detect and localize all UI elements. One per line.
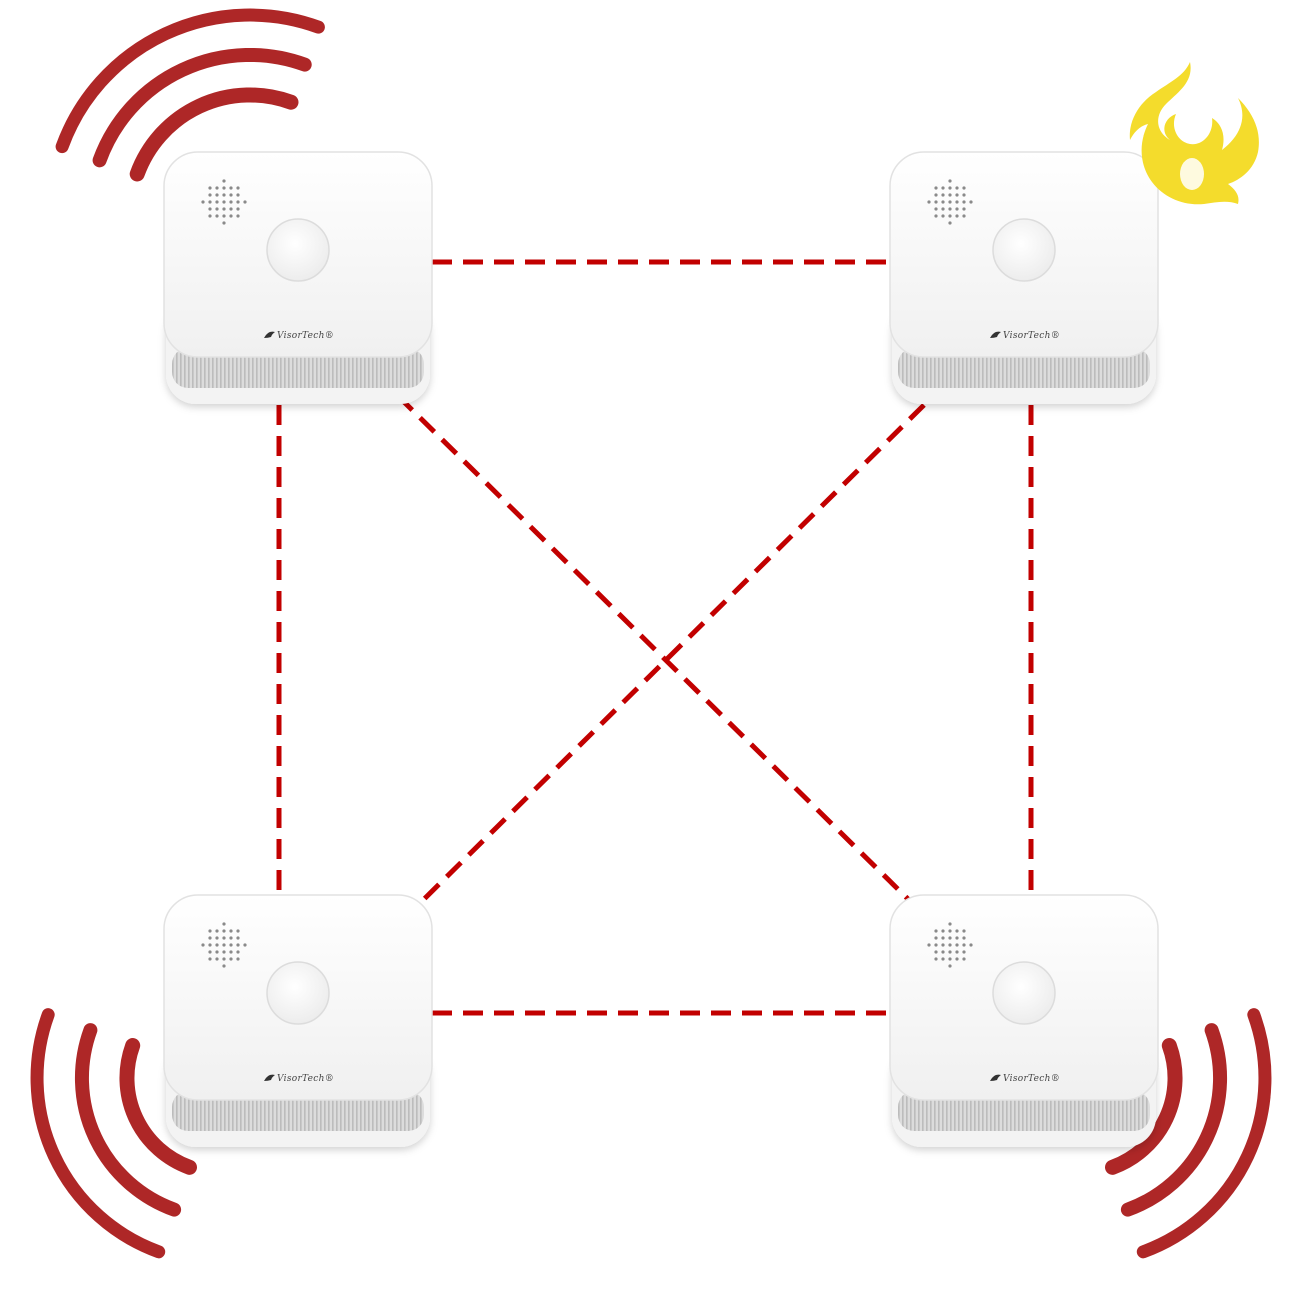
speaker-grille-icon: [201, 922, 247, 968]
test-button: [266, 218, 330, 282]
sound-wave-arc: [1120, 1023, 1228, 1217]
connection-line-top-right-to-bottom-left: [408, 403, 926, 915]
sound-wave-arc: [92, 47, 312, 168]
detectors: VisorTech® VisorTech® VisorTech® VisorTech®: [163, 151, 1159, 1147]
brand-label: VisorTech®: [277, 1074, 334, 1084]
bird-logo-icon: [990, 331, 1001, 338]
bird-logo-icon: [264, 331, 275, 338]
smoke-detector-top-left: VisorTech®: [163, 151, 433, 404]
connection-line-top-left-to-bottom-right: [396, 394, 914, 905]
speaker-grille-icon: [927, 922, 973, 968]
smoke-detector-top-right: VisorTech®: [889, 151, 1159, 404]
smoke-detector-bottom-left: VisorTech®: [163, 894, 433, 1147]
sound-wave-arc: [129, 87, 299, 182]
bird-logo-icon: [990, 1074, 1001, 1081]
vent-band: [172, 348, 424, 388]
test-button: [266, 961, 330, 1025]
flame-core: [1180, 158, 1204, 190]
flame-shape: [1129, 62, 1259, 205]
alarm-waves: [30, 8, 1272, 1259]
vent-band: [898, 348, 1150, 388]
speaker-grille-icon: [927, 179, 973, 225]
speaker-grille-icon: [201, 179, 247, 225]
flame-icon: [1129, 62, 1259, 205]
sound-wave-icon: [1105, 1008, 1272, 1259]
sound-wave-icon: [30, 1008, 197, 1259]
sound-wave-arc: [1136, 1008, 1272, 1259]
test-button: [992, 218, 1056, 282]
sound-wave-icon: [55, 8, 325, 182]
fire-indicator: [1129, 62, 1259, 205]
brand-label: VisorTech®: [277, 331, 334, 341]
sound-wave-arc: [1105, 1038, 1183, 1175]
brand-label: VisorTech®: [1003, 1074, 1060, 1084]
connection-lines: [276, 259, 1034, 1016]
sound-wave-arc: [30, 1008, 166, 1259]
sound-wave-arc: [74, 1023, 182, 1217]
vent-band: [898, 1091, 1150, 1131]
vent-band: [172, 1091, 424, 1131]
brand-label: VisorTech®: [1003, 331, 1060, 341]
sound-wave-arc: [119, 1038, 197, 1175]
bird-logo-icon: [264, 1074, 275, 1081]
smoke-detector-bottom-right: VisorTech®: [889, 894, 1159, 1147]
test-button: [992, 961, 1056, 1025]
sound-wave-arc: [55, 8, 325, 154]
